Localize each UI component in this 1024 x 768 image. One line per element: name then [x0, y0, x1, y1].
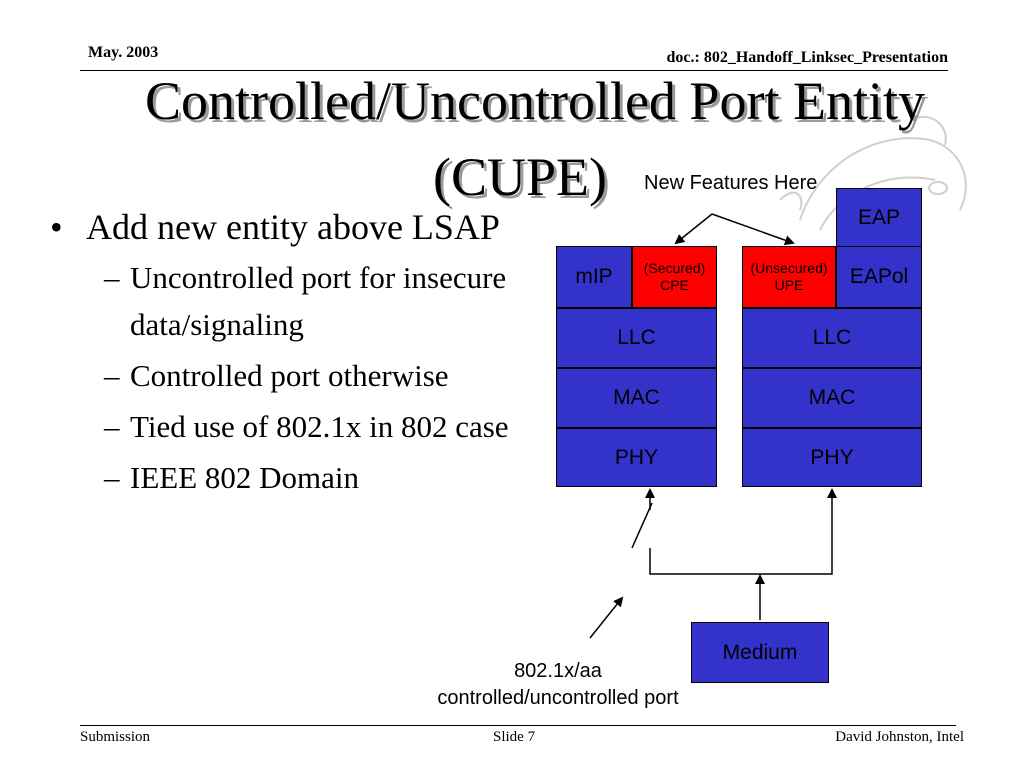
- sub-bullet-text: Tied use of 802.1x in 802 case: [130, 409, 509, 444]
- footer-left: Submission: [80, 729, 151, 745]
- slide-title-line-1: Controlled/Uncontrolled Port Entity: [145, 71, 925, 131]
- footer-slide-number: Slide 7: [493, 729, 536, 745]
- port-label-line-2: controlled/uncontrolled port: [437, 687, 679, 709]
- right-llc-layer: LLC: [742, 308, 922, 368]
- slide-title-line-2: (CUPE): [433, 147, 607, 207]
- new-features-arrow-right: [711, 213, 795, 246]
- sub-bullet-item: – Uncontrolled port for insecure data/si…: [104, 254, 520, 348]
- port-label: 802.1x/aa controlled/uncontrolled port: [402, 658, 714, 712]
- right-phy-layer: PHY: [742, 428, 922, 487]
- left-phy-layer: PHY: [556, 428, 717, 487]
- footer-author: David Johnston, Intel: [835, 729, 964, 745]
- upe-qualifier: (Unsecured): [750, 260, 828, 276]
- bullet-list: • Add new entity above LSAP – Uncontroll…: [50, 205, 520, 501]
- left-llc-layer: LLC: [556, 308, 717, 368]
- sub-bullet-text: Uncontrolled port for insecure data/sign…: [130, 260, 507, 342]
- left-mac-layer: MAC: [556, 368, 717, 428]
- bullet-dot-icon: •: [50, 207, 63, 247]
- left-mip-layer: mIP: [556, 246, 632, 308]
- new-features-label: New Features Here: [644, 172, 818, 194]
- dash-icon: –: [104, 358, 120, 393]
- dash-icon: –: [104, 460, 120, 495]
- right-mac-layer: MAC: [742, 368, 922, 428]
- dash-icon: –: [104, 260, 120, 295]
- header-divider: [80, 70, 948, 71]
- sub-bullet-item: – Tied use of 802.1x in 802 case: [104, 403, 520, 450]
- left-cpe-layer: (Secured) CPE: [632, 246, 717, 308]
- header-date: May. 2003: [88, 44, 159, 61]
- footer-divider: [80, 725, 956, 726]
- right-upe-layer: (Unsecured) UPE: [742, 246, 836, 308]
- sub-bullet-item: – IEEE 802 Domain: [104, 454, 520, 501]
- header-doc-id: doc.: 802_Handoff_Linksec_Presentation: [666, 49, 948, 66]
- sub-bullet-text: IEEE 802 Domain: [130, 460, 360, 495]
- bullet-text: Add new entity above LSAP: [86, 207, 500, 247]
- cpe-qualifier: (Secured): [643, 260, 706, 276]
- port-label-line-1: 802.1x/aa: [514, 660, 602, 682]
- new-features-arrow-left: [674, 213, 713, 245]
- upe-label: UPE: [774, 277, 804, 293]
- bullet-item: • Add new entity above LSAP: [50, 205, 520, 250]
- right-eap-layer: EAP: [836, 188, 922, 247]
- medium-to-right-phy-arrow: [649, 488, 837, 575]
- sub-bullet-text: Controlled port otherwise: [130, 358, 449, 393]
- cpe-label: CPE: [660, 277, 689, 293]
- port-switch-line: [631, 502, 653, 549]
- right-eapol-layer: EAPol: [836, 246, 922, 308]
- dash-icon: –: [104, 409, 120, 444]
- sub-bullet-item: – Controlled port otherwise: [104, 352, 520, 399]
- port-label-arrow: [589, 596, 624, 639]
- medium-box: Medium: [691, 622, 829, 683]
